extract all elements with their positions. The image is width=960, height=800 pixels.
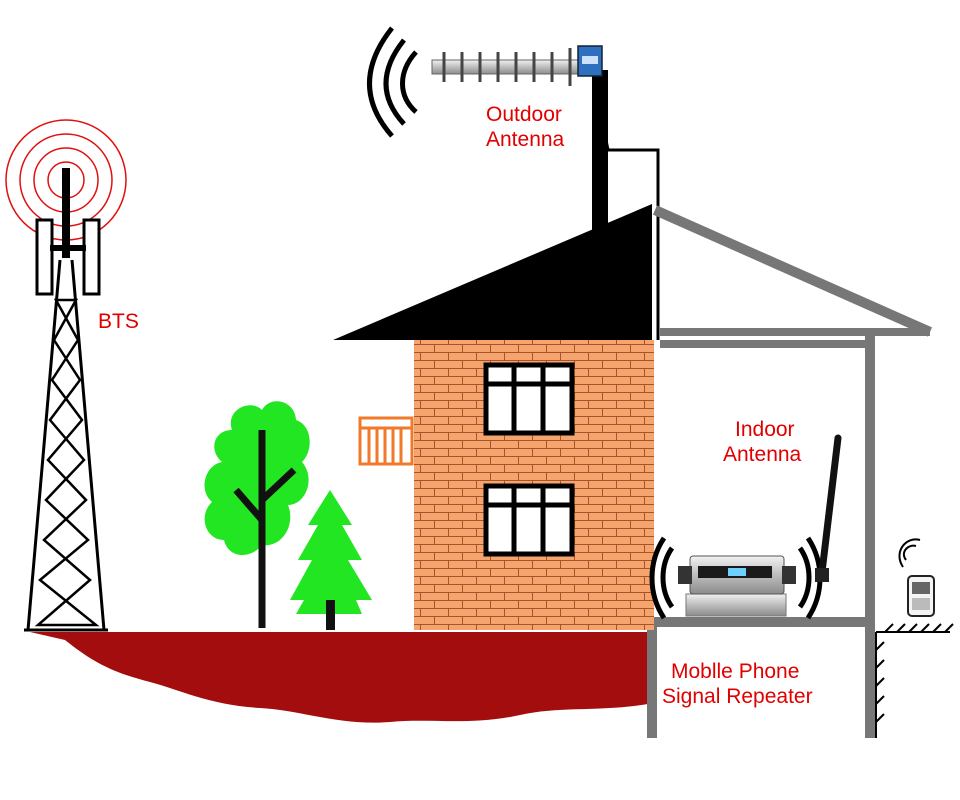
roof — [333, 204, 652, 340]
ground — [30, 632, 648, 723]
bts-label: BTS — [98, 310, 139, 333]
balcony-railing — [358, 416, 414, 466]
ground-hatch — [875, 623, 954, 738]
indoor-antenna-label-line2: Antenna — [723, 443, 802, 466]
window-lower — [483, 483, 575, 557]
antenna-mast — [592, 70, 660, 340]
outdoor-antenna-label-line2: Antenna — [486, 128, 565, 151]
pine-tree — [290, 490, 372, 630]
whip-antenna-icon — [815, 434, 842, 582]
outdoor-antenna-label-line1: Outdoor — [486, 103, 562, 126]
deciduous-tree — [204, 401, 310, 628]
repeater-label-line2: Signal Repeater — [662, 685, 813, 708]
cell-tower-icon — [5, 119, 127, 632]
yagi-antenna-icon — [367, 26, 603, 138]
mobile-phone-icon — [898, 538, 935, 617]
repeater-label-line1: Moblle Phone — [671, 660, 799, 683]
indoor-antenna-label-line1: Indoor — [735, 418, 795, 441]
window-upper — [483, 362, 575, 436]
signal-repeater-icon — [649, 536, 823, 620]
house-cutaway-outline — [647, 205, 933, 738]
